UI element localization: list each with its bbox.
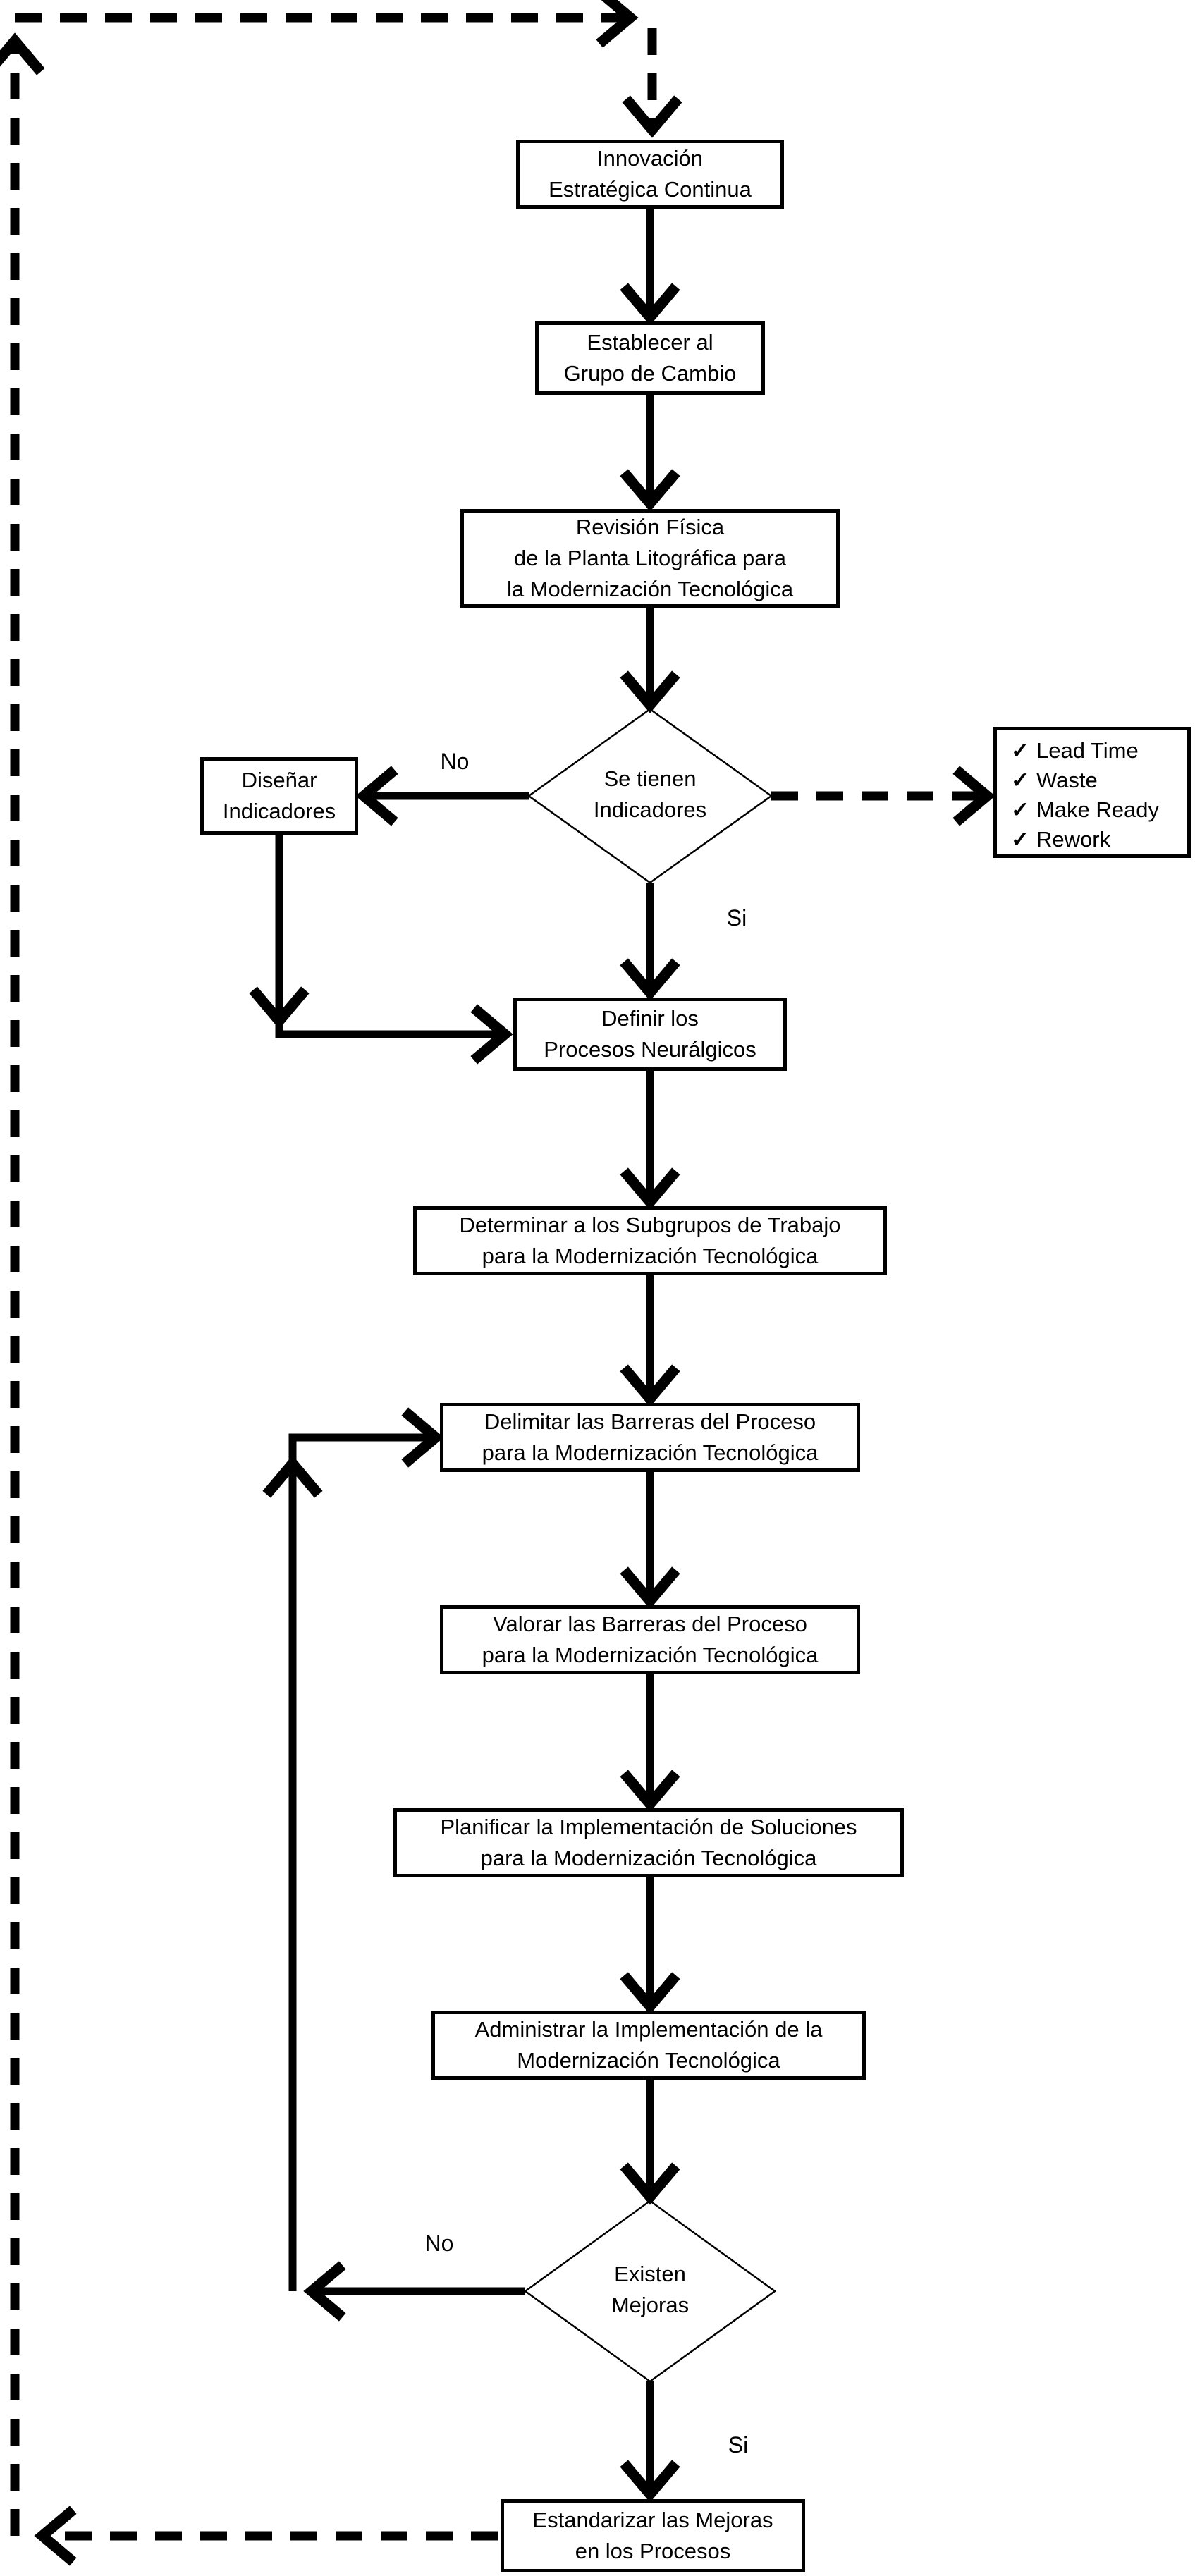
node-label: Determinar a los Subgrupos de Trabajo pa… — [459, 1213, 841, 1268]
edge-label-indicadores-no: No — [440, 749, 470, 774]
edge-label-mejoras-si: Si — [728, 2432, 749, 2458]
node-innovacion-estrategica: Innovación Estratégica Continua — [516, 140, 784, 209]
node-disenar-indicadores: Diseñar Indicadores — [200, 757, 358, 835]
check-icon: ✓ — [1011, 827, 1029, 852]
node-planificar-implementacion: Planificar la Implementación de Solucion… — [393, 1808, 904, 1877]
node-establecer-grupo-cambio: Establecer al Grupo de Cambio — [535, 321, 765, 395]
node-label: Delimitar las Barreras del Proceso para … — [482, 1409, 819, 1465]
node-definir-procesos-neuralgicos: Definir los Procesos Neurálgicos — [513, 998, 787, 1071]
node-label: Valorar las Barreras del Proceso para la… — [482, 1612, 819, 1667]
checklist-item: ✓ Lead Time — [1011, 736, 1139, 766]
node-estandarizar-mejoras: Estandarizar las Mejoras en los Procesos — [501, 2499, 805, 2572]
checklist-item: ✓ Waste — [1011, 766, 1098, 795]
loop-no-back-to-delimitar — [288, 1407, 444, 2291]
node-label: Estandarizar las Mejoras en los Procesos — [532, 2508, 773, 2563]
checklist-item-label: Make Ready — [1036, 797, 1160, 822]
node-revision-fisica: Revisión Física de la Planta Litográfica… — [460, 509, 840, 608]
node-determinar-subgrupos: Determinar a los Subgrupos de Trabajo pa… — [413, 1206, 887, 1275]
check-icon: ✓ — [1011, 768, 1029, 792]
node-label: Diseñar Indicadores — [222, 768, 336, 823]
checklist-item: ✓ Make Ready — [1011, 795, 1159, 825]
node-label: Definir los Procesos Neurálgicos — [544, 1006, 756, 1062]
checklist-item-label: Waste — [1036, 768, 1098, 792]
decision-se-tienen-indicadores-label: Se tienen Indicadores — [593, 766, 707, 822]
checklist-item-label: Lead Time — [1036, 738, 1139, 763]
node-label: Innovación Estratégica Continua — [549, 146, 752, 202]
node-administrar-implementacion: Administrar la Implementación de la Mode… — [431, 2011, 866, 2080]
edge-label-indicadores-si: Si — [726, 905, 747, 931]
decision-existen-mejoras-label: Existen Mejoras — [611, 2262, 690, 2317]
edge-label-mejoras-no: No — [424, 2231, 454, 2256]
node-valorar-barreras: Valorar las Barreras del Proceso para la… — [440, 1605, 860, 1674]
node-label: Revisión Física de la Planta Litográfica… — [506, 515, 794, 601]
node-label: Planificar la Implementación de Solucion… — [440, 1815, 857, 1870]
node-indicadores-checklist: ✓ Lead Time ✓ Waste ✓ Make Ready ✓ Rewor… — [993, 727, 1191, 858]
node-delimitar-barreras: Delimitar las Barreras del Proceso para … — [440, 1403, 860, 1472]
check-icon: ✓ — [1011, 738, 1029, 763]
checklist-item-label: Rework — [1036, 827, 1111, 852]
node-label: Administrar la Implementación de la Mode… — [474, 2017, 823, 2073]
arrow-disenar-to-definir — [275, 835, 513, 1065]
checklist-item: ✓ Rework — [1011, 825, 1110, 854]
check-icon: ✓ — [1011, 797, 1029, 822]
node-label: Establecer al Grupo de Cambio — [563, 330, 737, 386]
